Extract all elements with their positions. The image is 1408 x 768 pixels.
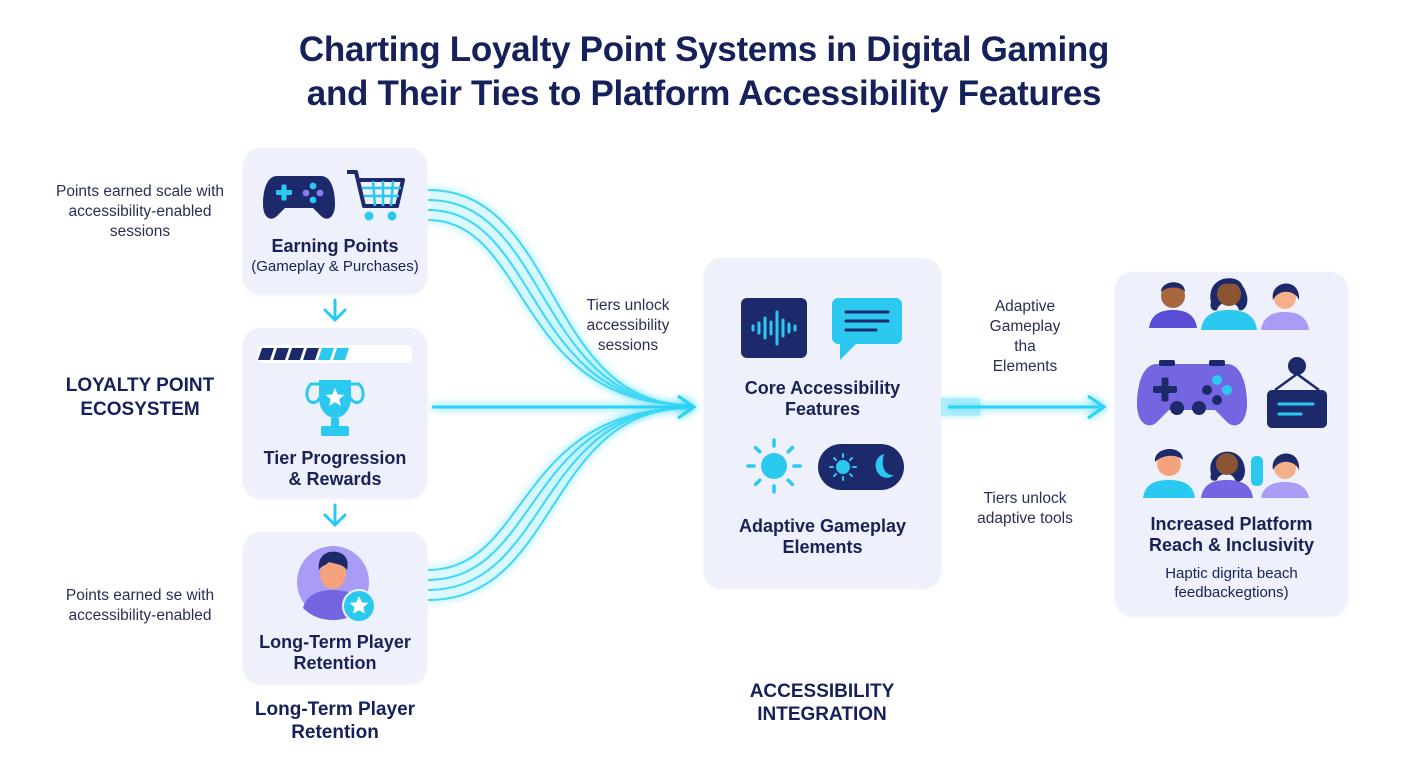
dark-mode-toggle-icon [818,444,904,490]
platform-reach-card: Increased Platform Reach & Inclusivity H… [1115,272,1348,616]
core-accessibility-card: Core Accessibility Features Adaptive Gam… [704,258,941,588]
note-adaptive-gameplay: Adaptive Gameplay tha Elements [989,298,1061,375]
core-accessibility-title: Core Accessibility Features [744,378,901,419]
gamepad-icon [1137,360,1247,426]
progress-bar [258,345,412,363]
player-avatar-icon [297,546,376,623]
trophy-icon [305,380,365,436]
star-badge-icon [342,589,376,623]
accessibility-integration-label: ACCESSIBILITY INTEGRATION [749,681,895,725]
note-tiers-tools: Tiers unlock adaptive tools [977,490,1073,527]
retention-card: Long-Term Player Retention [243,532,427,684]
shopping-cart-icon [347,170,405,221]
tier-progression-card: Tier Progression & Rewards [243,328,427,498]
caption-display-icon [1267,357,1327,428]
retention-below-label: Long-Term Player Retention [254,699,416,743]
note-tiers-sessions: Tiers unlock accessibility sessions [586,297,670,354]
note-points-earned: Points earned se with accessibility-enab… [65,587,215,624]
brightness-icon [746,438,802,494]
retention-title: Long-Term Player Retention [259,632,411,673]
audio-wave-icon [741,298,807,358]
earning-points-title: Earning Points [271,236,399,256]
platform-reach-title: Increased Platform Reach & Inclusivity [1148,514,1315,555]
tier-progression-title: Tier Progression & Rewards [263,448,407,489]
page-title: Charting Loyalty Point Systems in Digita… [298,30,1110,113]
earning-points-card: Earning Points (Gameplay & Purchases) [243,148,427,294]
note-points-scale: Points earned scale with accessibility-e… [55,183,224,240]
gamepad-icon [263,176,335,219]
loyalty-ecosystem-label: LOYALTY POINT ECOSYSTEM [65,375,215,420]
people-group-icon [1143,448,1309,498]
people-group-icon [1149,278,1309,330]
adaptive-gameplay-title: Adaptive Gameplay Elements [738,516,907,557]
chat-bubble-icon [832,298,902,360]
earning-points-subtitle: (Gameplay & Purchases) [251,258,419,275]
platform-reach-subtitle: Haptic digrita beach feedbackegtions) [1165,565,1298,601]
